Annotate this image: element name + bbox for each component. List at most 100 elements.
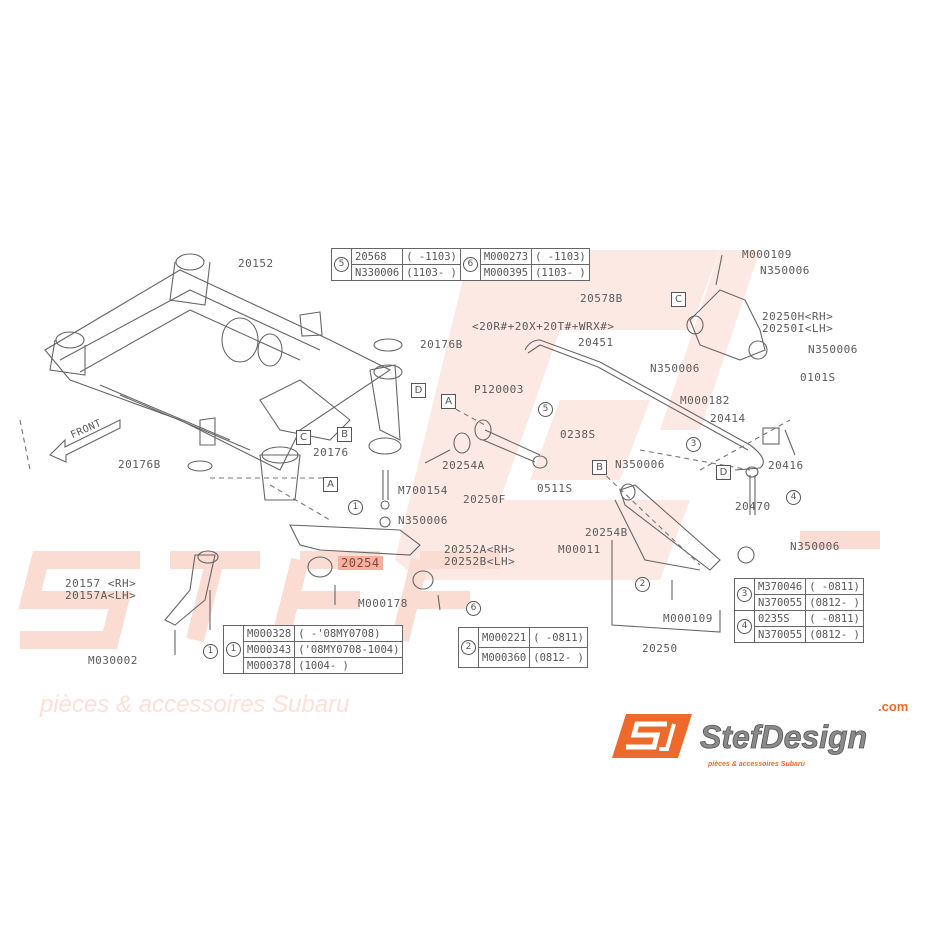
part-label-m000182: M000182 [680,394,730,407]
table-cell: M000378 [242,657,296,674]
part-label-20176b: 20176B [420,338,463,351]
part-label-n350006: N350006 [790,540,840,553]
part-label-m030002: M030002 [88,654,138,667]
bracket-20157 [164,550,219,655]
part-label-20254b: 20254B [585,526,628,539]
table-cell: M000221 [477,627,531,648]
table-cell: (0812- ) [805,594,864,611]
table-cell: (0812- ) [529,647,588,668]
table-cell: ( -0811) [805,610,864,627]
part-label-20578b: 20578B [580,292,623,305]
table-cell: M000360 [477,647,531,668]
table-cell: N370055 [753,594,807,611]
part-label-p120003: P120003 [474,383,524,396]
parts-table-5-6: 5 20568 ( -1103) 6 M000273 ( -1103) N330… [331,248,590,281]
part-label-20254a: 20254A [442,459,485,472]
table-cell: ( -'08MY0708) [294,625,404,642]
ref-letter-c: C [296,430,311,445]
trailing-link-20250 [611,483,755,633]
rear-subframe [44,253,403,501]
watermark-tagline: pièces & accessoires Subaru [39,691,350,718]
callout-4: 4 [786,490,801,505]
part-label-20451: 20451 [578,336,614,349]
ref-letter-d: D [716,465,731,480]
ref-letter-b: B [337,427,352,442]
logo-brand: StefDesign [700,719,867,755]
part-label-20250h: 20250H<RH> [762,310,834,323]
table-cell: N330006 [350,264,404,281]
table-cell: M370046 [753,578,807,595]
part-label-0101s: 0101S [800,371,836,384]
part-label-m00011: M00011 [558,543,601,556]
part-label-n350006: N350006 [398,514,448,527]
ref-letter-b: B [592,460,607,475]
part-label-20252b: 20252B<LH> [444,555,516,568]
part-label-m000109: M000109 [742,248,792,261]
model-note: <20R#+20X+20T#+WRX#> [472,320,615,333]
parts-table-2: 2 M000221( -0811) M000360(0812- ) [458,627,588,668]
ref-letter-a: A [323,477,338,492]
part-label-20157: 20157 <RH> [65,577,137,590]
ref-letter-d: D [411,383,426,398]
part-label-m000109: M000109 [663,612,713,625]
table-cell: 0235S [753,610,807,627]
table-cell: (0812- ) [805,626,864,643]
callout-2: 2 [635,577,650,592]
callout-5: 5 [334,257,349,272]
logo-tld: .com [878,700,908,714]
table-cell: ( -0811) [529,627,588,648]
part-label-0511s: 0511S [537,482,573,495]
table-cell: (1103- ) [402,264,461,281]
watermark-logo [395,250,760,580]
stabilizer-link-20470 [745,427,796,515]
table-cell: 20568 [350,248,404,265]
part-label-m700154: M700154 [398,484,448,497]
callout-6: 6 [466,601,481,616]
table-cell: ( -1103) [402,248,461,265]
part-label-20250f: 20250F [463,493,506,506]
callout-1: 1 [203,644,218,659]
part-label-20152: 20152 [238,257,274,270]
callout-1: 1 [226,642,241,657]
part-label-20416: 20416 [768,459,804,472]
ref-letter-a: A [441,394,456,409]
part-label-20176b: 20176B [118,458,161,471]
part-label-n350006: N350006 [615,458,665,471]
callout-3: 3 [737,587,752,602]
lower-arm-20252 [289,524,441,611]
table-cell: ( -0811) [805,578,864,595]
part-label-20250: 20250 [642,642,678,655]
bushings [187,338,403,472]
logo-mark: StefDesign .com pièces & accessoires Sub… [612,699,908,768]
part-label-20254-highlighted[interactable]: 20254 [338,556,383,570]
part-label-n350006: N350006 [808,343,858,356]
part-label-0238s: 0238S [560,428,596,441]
callout-4: 4 [737,619,752,634]
table-cell: (1103- ) [531,264,590,281]
callout-1: 1 [348,500,363,515]
table-cell: M000328 [242,625,296,642]
table-cell: ( -1103) [531,248,590,265]
leader-lines [19,404,791,566]
ref-letter-c: C [671,292,686,307]
upper-arm-20250h [686,254,768,361]
logo-tagline: pièces & accessoires Subaru [707,761,806,768]
callout-5: 5 [538,402,553,417]
part-label-20414: 20414 [710,412,746,425]
part-label-20176: 20176 [313,446,349,459]
part-label-20252a: 20252A<RH> [444,543,516,556]
table-cell: M000273 [479,248,533,265]
part-label-20250i: 20250I<LH> [762,322,834,335]
lateral-link-20250f [424,419,548,469]
callout-6: 6 [462,257,478,272]
part-label-20470: 20470 [735,500,771,513]
bolt-and-nut [379,470,391,528]
table-cell: (1004- ) [294,657,404,674]
table-cell: ('08MY0708-1004) [294,641,404,658]
parts-table-3-4: 3 M370046( -0811) N370055(0812- ) 4 0235… [734,578,864,643]
part-label-n350006: N350006 [760,264,810,277]
table-cell: M000343 [242,641,296,658]
table-cell: M000395 [479,264,533,281]
part-label-m000178: M000178 [358,597,408,610]
